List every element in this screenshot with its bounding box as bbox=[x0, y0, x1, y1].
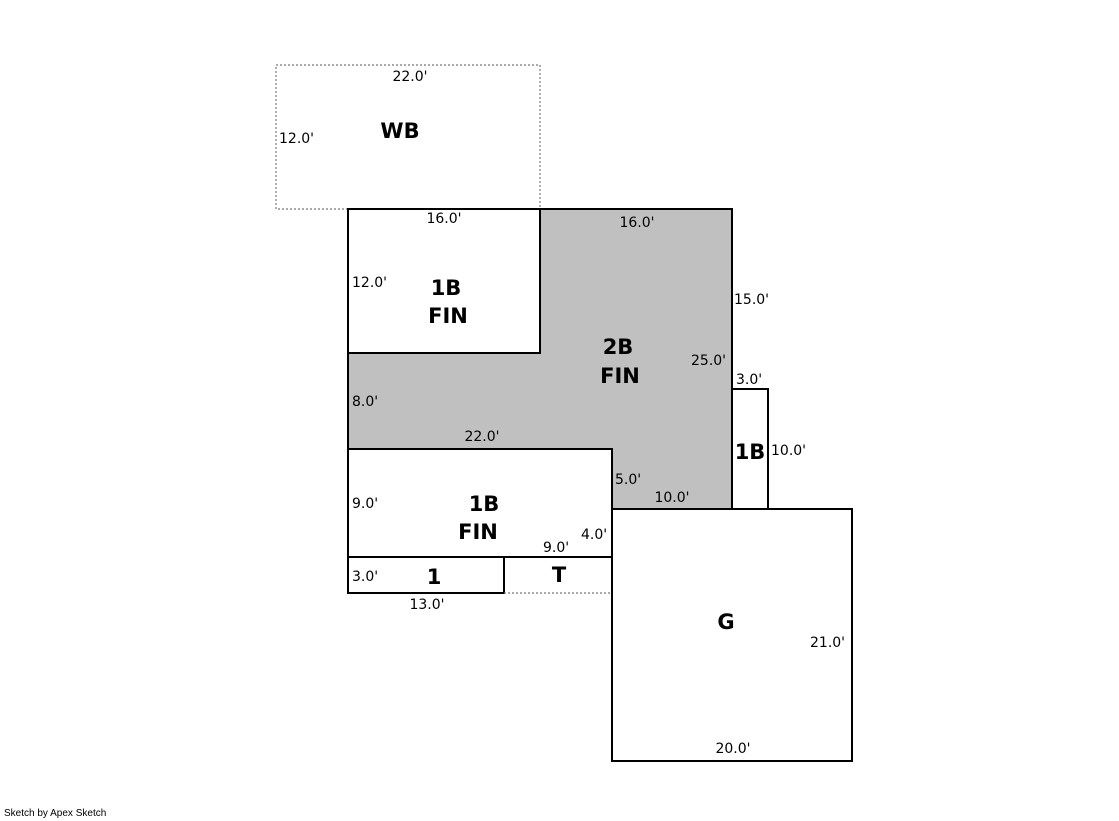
area-1b-fin-lower bbox=[347, 448, 613, 558]
dim: 5.0' bbox=[615, 472, 641, 488]
label-1b-fin-lower-1: 1B bbox=[469, 492, 500, 516]
area-t bbox=[503, 556, 612, 594]
dim: 10.0' bbox=[654, 490, 689, 506]
dim: 4.0' bbox=[581, 527, 607, 543]
dim: 9.0' bbox=[543, 540, 569, 556]
dim: 3.0' bbox=[352, 569, 378, 585]
label-1b-fin-lower-2: FIN bbox=[458, 520, 498, 544]
dim: 16.0' bbox=[619, 215, 654, 231]
dim: 25.0' bbox=[691, 353, 726, 369]
dim: 15.0' bbox=[734, 292, 769, 308]
dim: 9.0' bbox=[352, 496, 378, 512]
footer-credit: Sketch by Apex Sketch bbox=[4, 808, 107, 819]
dim: 3.0' bbox=[736, 372, 762, 388]
label-garage: G bbox=[717, 610, 734, 634]
dim-wb-depth: 12.0' bbox=[279, 131, 314, 147]
label-1b-small: 1B bbox=[735, 440, 766, 464]
label-wb: WB bbox=[380, 119, 419, 143]
dim: 16.0' bbox=[426, 211, 461, 227]
dim: 22.0' bbox=[464, 429, 499, 445]
label-1: 1 bbox=[427, 565, 442, 589]
dim: 10.0' bbox=[771, 443, 806, 459]
dim: 13.0' bbox=[409, 597, 444, 613]
label-t: T bbox=[552, 563, 567, 587]
area-1b-small bbox=[731, 388, 769, 510]
area-garage bbox=[611, 508, 853, 762]
label-1b-fin-upper-1: 1B bbox=[431, 276, 462, 300]
dim: 20.0' bbox=[715, 741, 750, 757]
dim: 12.0' bbox=[352, 275, 387, 291]
dim: 21.0' bbox=[810, 635, 845, 651]
label-2b-fin-1: 2B bbox=[603, 335, 634, 359]
label-2b-fin-2: FIN bbox=[600, 364, 640, 388]
dim: 8.0' bbox=[352, 394, 378, 410]
dim-wb-width: 22.0' bbox=[392, 69, 427, 85]
label-1b-fin-upper-2: FIN bbox=[428, 304, 468, 328]
area-1b-fin-upper bbox=[347, 208, 541, 354]
